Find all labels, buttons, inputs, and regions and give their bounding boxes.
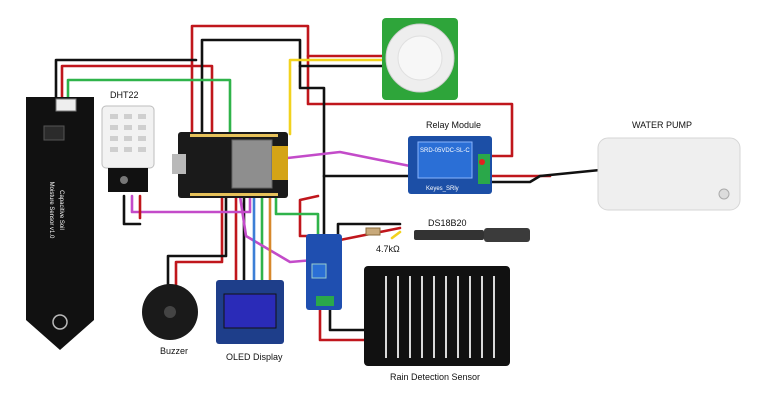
water-pump: WATER PUMP <box>597 120 741 211</box>
buzzer-hole-icon <box>164 306 176 318</box>
rain-comparator-board <box>306 234 342 310</box>
wire-green-ds <box>274 194 320 238</box>
relay-module-label: Relay Module <box>426 120 481 130</box>
wire-black-pump <box>488 168 602 184</box>
nodemcu-board <box>172 132 288 198</box>
water-pump-outlet-icon <box>718 188 730 200</box>
comparator-terminal <box>316 296 334 306</box>
relay-module: Relay Module SRD-05VDC-SL-C Keyes_SRly <box>408 120 492 194</box>
rain-sensor-traces <box>385 276 495 358</box>
relay-terminal <box>478 154 490 184</box>
buzzer-label: Buzzer <box>160 346 188 356</box>
wire-black-mid <box>298 64 326 238</box>
soil-sensor-label-2: Moisture Sensor v1.0 <box>48 182 54 239</box>
resistor-icon <box>365 227 381 236</box>
ds18b20-sensor: DS18B20 4.7kΩ <box>365 218 530 254</box>
wire-magenta-rain <box>238 194 316 264</box>
comparator-potentiometer-icon <box>311 263 327 279</box>
rain-sensor-pad <box>364 266 510 366</box>
ds18b20-label: DS18B20 <box>428 218 467 228</box>
wire-black-soil <box>54 58 198 104</box>
nodemcu-esp-module <box>231 139 273 189</box>
ds18b20-probe <box>484 228 530 242</box>
wire-magenta-dht <box>130 194 252 214</box>
soil-sensor-logo-icon <box>52 314 68 330</box>
relay-cube <box>417 141 473 179</box>
dht22-label: DHT22 <box>110 90 139 100</box>
rain-sensor: Rain Detection Sensor <box>364 266 510 382</box>
relay-led-icon <box>479 159 485 165</box>
wire-red-buzzer <box>174 194 224 292</box>
wire-black-ds <box>336 222 402 238</box>
ds18b20-cable <box>414 230 484 240</box>
dht22-vents <box>110 114 146 152</box>
relay-part-number: SRD-05VDC-SL-C <box>420 148 470 154</box>
water-pump-body <box>597 137 741 211</box>
oled-display: OLED Display <box>216 280 284 362</box>
soil-sensor-probe <box>26 97 94 350</box>
wire-magenta-relay <box>268 150 412 168</box>
buzzer: Buzzer <box>142 284 198 356</box>
nodemcu-header-pins <box>190 134 278 196</box>
dht22-hole-icon <box>120 176 128 184</box>
wire-red-soil <box>60 64 214 136</box>
resistor-label: 4.7kΩ <box>376 244 400 254</box>
wire-red-top <box>190 24 397 136</box>
nodemcu-antenna <box>272 146 288 180</box>
wire-black-top <box>200 38 397 136</box>
wire-green-soil <box>66 78 232 136</box>
nodemcu-usb-port <box>172 154 186 174</box>
soil-sensor-chip <box>43 125 65 141</box>
soil-moisture-sensor: Capacitive Soil Moisture Sensor v1.0 <box>26 97 94 350</box>
rain-sensor-label: Rain Detection Sensor <box>390 372 480 382</box>
relay-brand-label: Keyes_SRly <box>426 186 459 192</box>
wire-yellow-pir <box>288 58 397 136</box>
oled-screen <box>223 293 277 329</box>
oled-display-label: OLED Display <box>226 352 283 362</box>
soil-sensor-connector <box>55 98 77 112</box>
pir-lens-icon <box>397 35 443 81</box>
wires <box>54 24 602 342</box>
wire-black-buzzer <box>166 194 228 292</box>
wire-yellow-ds <box>390 230 402 240</box>
soil-sensor-label-1: Capacitive Soil <box>58 190 64 230</box>
water-pump-label: WATER PUMP <box>632 120 692 130</box>
dht22-sensor: DHT22 <box>101 90 155 192</box>
wire-red-rain <box>298 194 327 238</box>
wire-black-dht <box>122 194 142 226</box>
pir-sensor <box>382 18 458 100</box>
